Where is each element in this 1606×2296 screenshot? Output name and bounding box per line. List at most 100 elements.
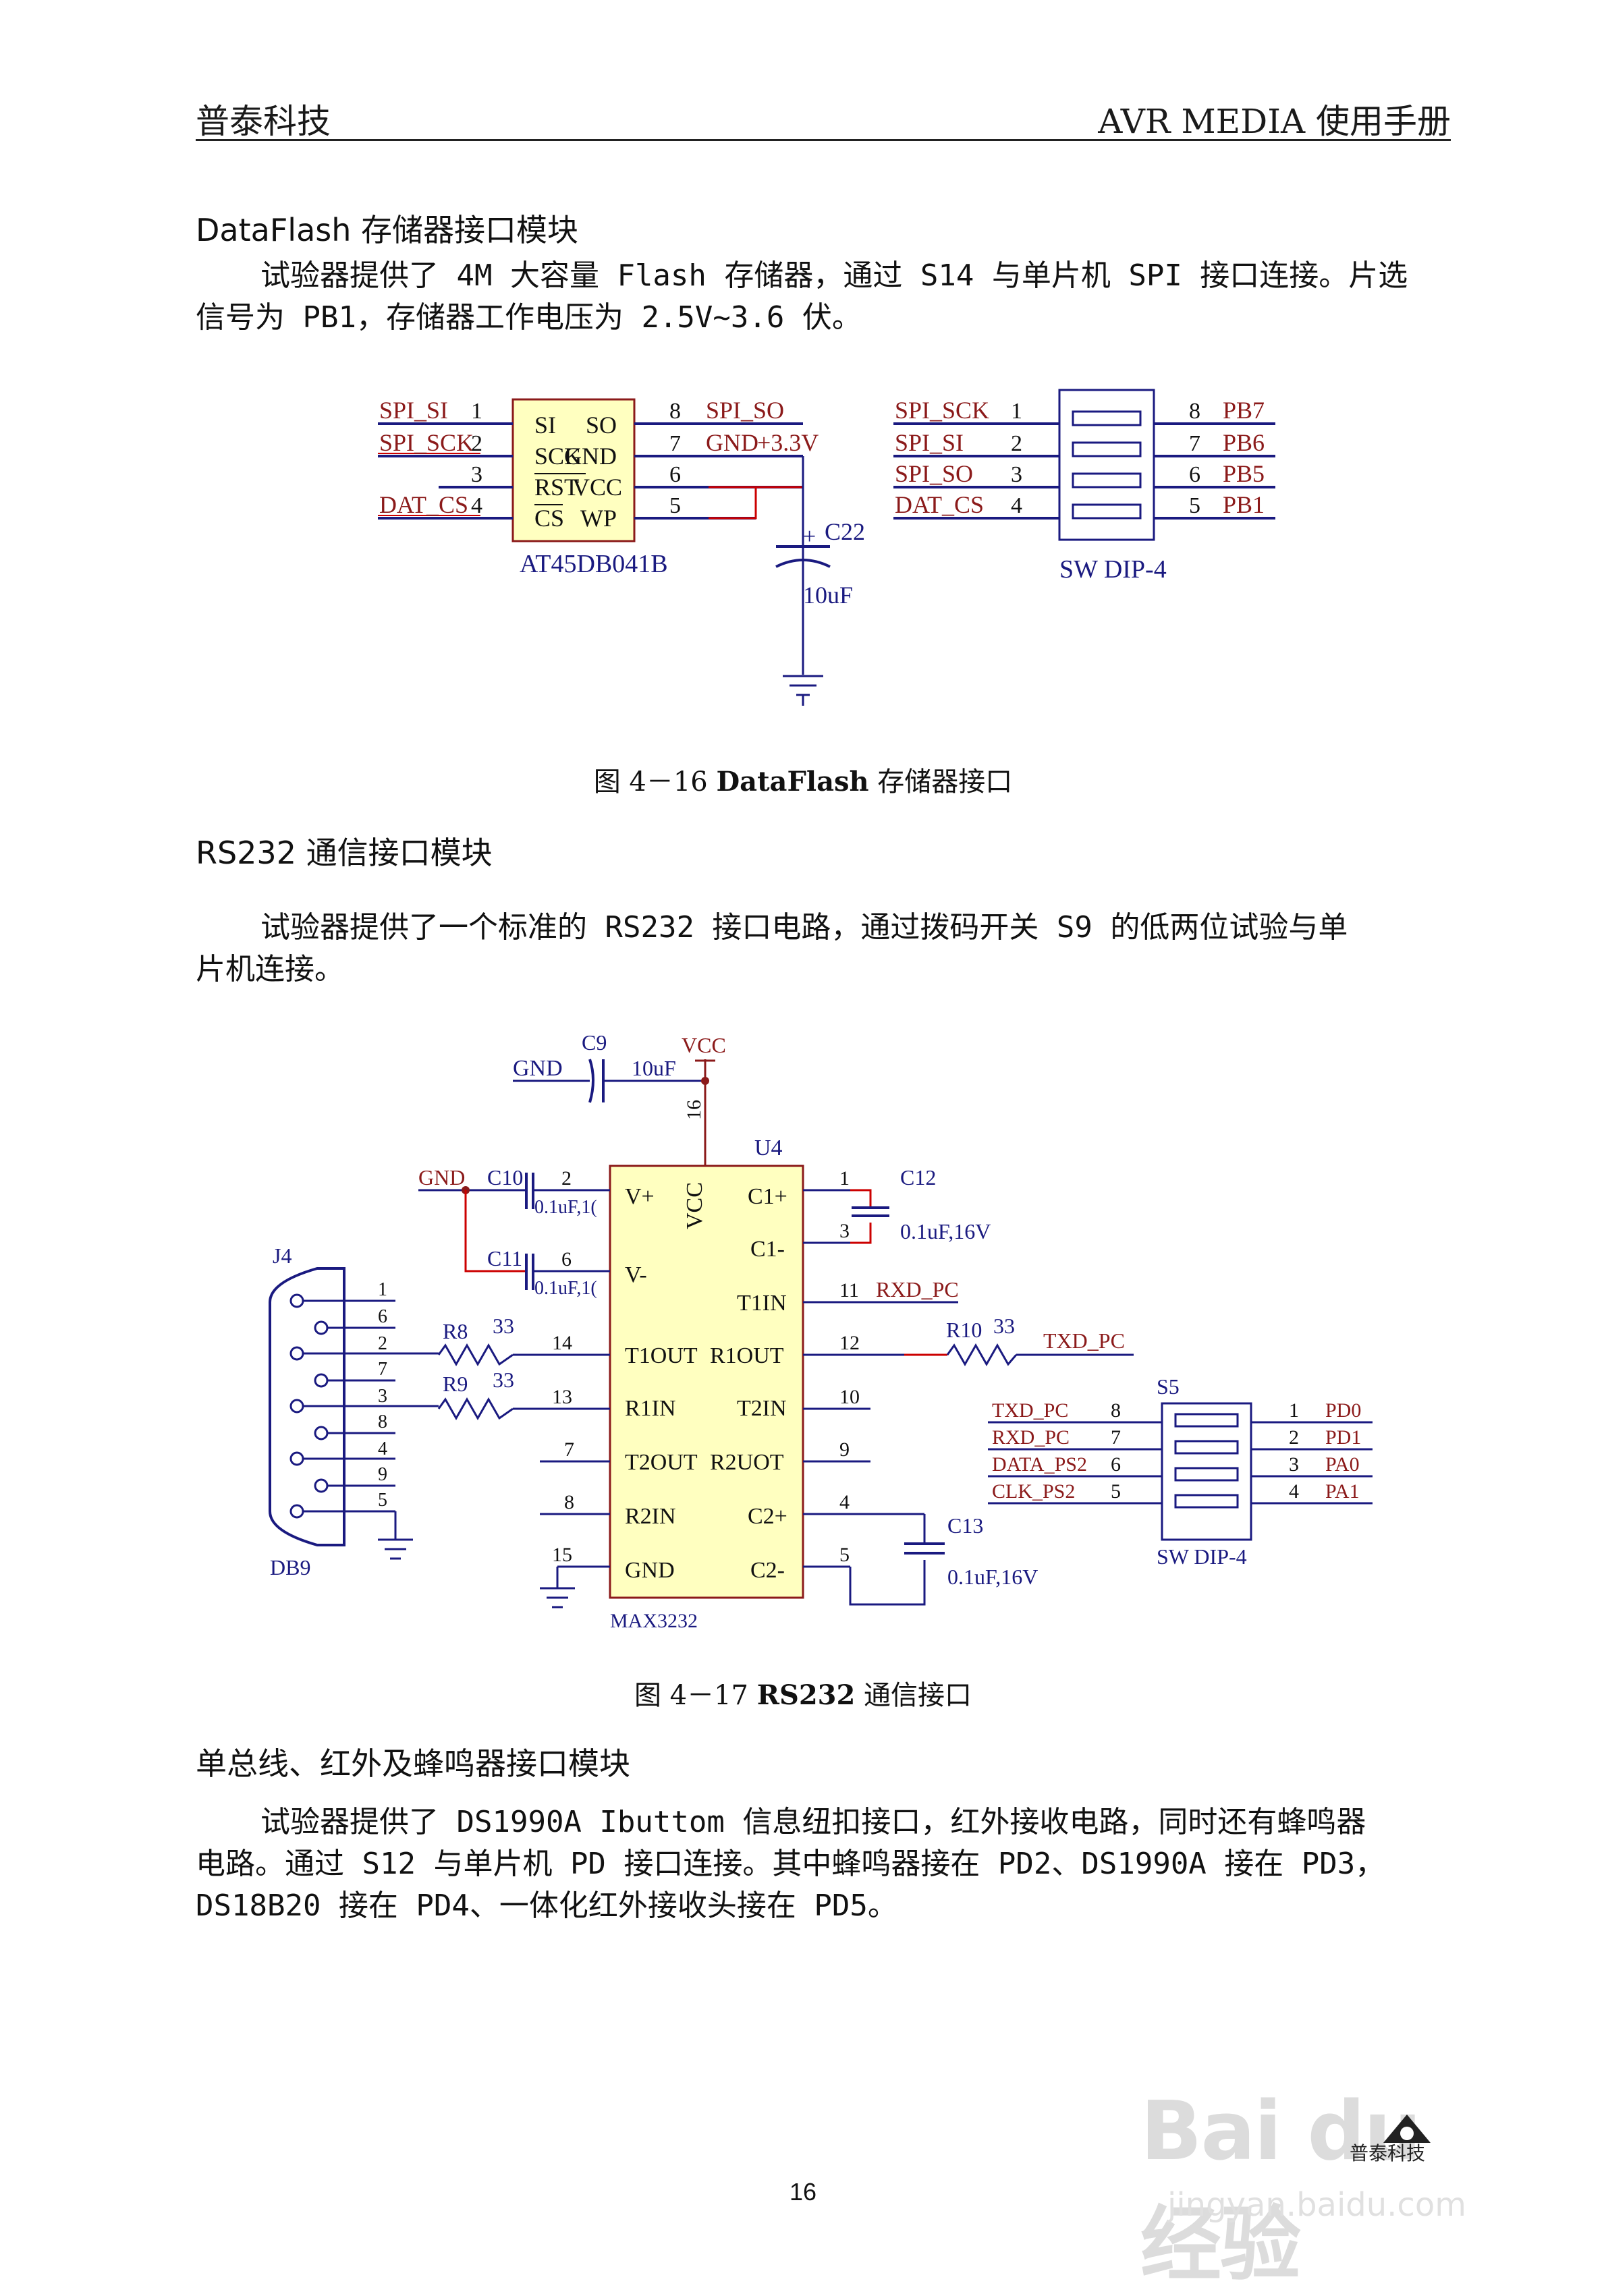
net-label: SPI_SCK (379, 429, 474, 456)
header-rule (196, 139, 1451, 141)
net-label: PB7 (1223, 397, 1265, 424)
pin-number: 8 (564, 1491, 574, 1513)
chip-pin-label: T1IN (737, 1291, 787, 1316)
net-label: SPI_SCK (895, 397, 989, 424)
r9-value: 33 (493, 1368, 514, 1392)
figure-caption-16: 图 4－16 DataFlash 存储器接口 (0, 760, 1606, 799)
net-label: PA0 (1325, 1453, 1360, 1476)
net-label: PB1 (1223, 491, 1265, 518)
company-logo-text: 普泰科技 (1350, 2142, 1426, 2164)
chip-pin-label: R1OUT (710, 1343, 784, 1368)
pin-number: 14 (552, 1332, 572, 1354)
paragraph-line: 试验器提供了 DS1990A Ibuttom 信息纽扣接口，红外接收电路，同时还… (260, 1805, 1366, 1839)
paragraph-line: 信号为 PB1，存储器工作电压为 2.5V~3.6 伏。 (196, 300, 862, 335)
pin-number: 2 (561, 1167, 572, 1189)
pin-number: 4 (1289, 1480, 1299, 1503)
c11-value: 0.1uF,1( (534, 1278, 597, 1299)
c9-value: 10uF (632, 1056, 676, 1080)
chip-pin-label: V+ (625, 1184, 655, 1209)
pin-number: 6 (669, 462, 681, 487)
cap-plus: + (803, 524, 816, 549)
supply-label: +3.3V (757, 429, 819, 456)
net-label: TXD_PC (1043, 1328, 1125, 1353)
c12-name: C12 (900, 1165, 936, 1189)
c13-name: C13 (947, 1513, 983, 1538)
pin-number: 12 (839, 1332, 860, 1354)
paragraph-dataflash: 试验器提供了 4M 大容量 Flash 存储器，通过 S14 与单片机 SPI … (196, 255, 1424, 339)
c13-value: 0.1uF,16V (947, 1565, 1038, 1589)
net-label: PB5 (1223, 460, 1265, 487)
pin-number: 13 (552, 1386, 572, 1408)
caption-suffix: 通信接口 (855, 1680, 972, 1711)
r9-name: R9 (443, 1372, 468, 1396)
chip-vcc: VCC (682, 1182, 707, 1229)
pin-number: 1 (839, 1167, 850, 1189)
c10-name: C10 (487, 1165, 523, 1189)
pin-number: 4 (471, 493, 482, 518)
paragraph-line: 片机连接。 (196, 952, 344, 986)
net-label: RXD_PC (876, 1277, 959, 1301)
pin-number: 1 (1289, 1399, 1299, 1422)
chip-pin-label: SCK (534, 443, 582, 470)
db9-pin: 5 (378, 1490, 387, 1511)
pin-number: 1 (1011, 399, 1022, 424)
net-label: SPI_SO (706, 397, 784, 424)
pin-number: 3 (471, 462, 482, 487)
db9-pin: 4 (378, 1438, 387, 1459)
net-label: SPI_SI (895, 429, 964, 456)
page-number: 16 (789, 2178, 817, 2206)
pin-number: 6 (1111, 1453, 1121, 1476)
schematic-rs232: C9 VCC GND 10uF 16 U4 VCC V+ V- T1OUT R1… (269, 1030, 1373, 1632)
dip-name: SW DIP-4 (1059, 555, 1167, 584)
chip-pin-label: R2UOT (710, 1450, 784, 1475)
pin-number: 5 (839, 1544, 850, 1566)
db9-pin: 2 (378, 1333, 387, 1354)
c11-name: C11 (487, 1246, 522, 1270)
chip-pin-label: R2IN (625, 1504, 676, 1529)
chip-pin-label: SO (586, 412, 617, 439)
net-label: PD0 (1325, 1399, 1361, 1422)
chip-pin-label: C1- (750, 1237, 785, 1262)
db9-pin: 1 (378, 1279, 387, 1300)
net-label: TXD_PC (992, 1399, 1068, 1422)
chip-pin-label: GND (564, 443, 617, 470)
cap-name: C22 (825, 518, 865, 545)
caption-bold: RS232 (756, 1679, 856, 1711)
r10-value: 33 (993, 1314, 1015, 1338)
pin-number: 8 (669, 399, 681, 424)
pin-number: 7 (669, 431, 681, 456)
chip-pin-label: SI (534, 412, 556, 439)
pin-number: 6 (561, 1248, 572, 1270)
pin-number: 5 (1111, 1480, 1121, 1503)
chip-pin-label: WP (580, 505, 617, 532)
pin-number: 15 (552, 1544, 572, 1566)
watermark-sub: jingyan.baidu.com (1167, 2186, 1466, 2224)
chip-pin-label: CS (534, 505, 564, 532)
schematic-dataflash: SPI_SI SPI_SCK DAT_CS 1 2 3 4 SI SCK RST… (378, 389, 1275, 706)
db9-pin: 7 (378, 1359, 387, 1380)
db9-pin: 6 (378, 1306, 387, 1327)
chip-part-number: MAX3232 (610, 1610, 698, 1632)
r8-value: 33 (493, 1314, 514, 1338)
paragraph-onewire: 试验器提供了 DS1990A Ibuttom 信息纽扣接口，红外接收电路，同时还… (196, 1801, 1424, 1927)
cap-value: 10uF (803, 582, 853, 609)
c10-value: 0.1uF,1( (534, 1197, 597, 1218)
db9-shell (269, 1267, 345, 1546)
pin-number: 5 (669, 493, 681, 518)
pin-number: 4 (839, 1491, 850, 1513)
c12-value: 0.1uF,16V (900, 1219, 991, 1243)
r8-name: R8 (443, 1319, 468, 1343)
company-logo-icon (1383, 2115, 1431, 2143)
pin-number: 2 (471, 431, 482, 456)
chip-pin-label: C1+ (748, 1184, 787, 1209)
pin-number: 3 (839, 1220, 850, 1242)
paragraph-line: 试验器提供了 4M 大容量 Flash 存储器，通过 S14 与单片机 SPI … (260, 258, 1408, 293)
net-label: GND (706, 429, 758, 456)
max3232-chip-body (609, 1165, 804, 1599)
caption-suffix: 存储器接口 (868, 766, 1013, 797)
header-manual-title: AVR MEDIA 使用手册 (1098, 102, 1451, 141)
chip-pin-label: R1IN (625, 1396, 676, 1421)
section-title-rs232: RS232 通信接口模块 (196, 835, 493, 871)
chip-pin-label: GND (625, 1558, 675, 1583)
caption-bold: DataFlash (716, 766, 869, 797)
